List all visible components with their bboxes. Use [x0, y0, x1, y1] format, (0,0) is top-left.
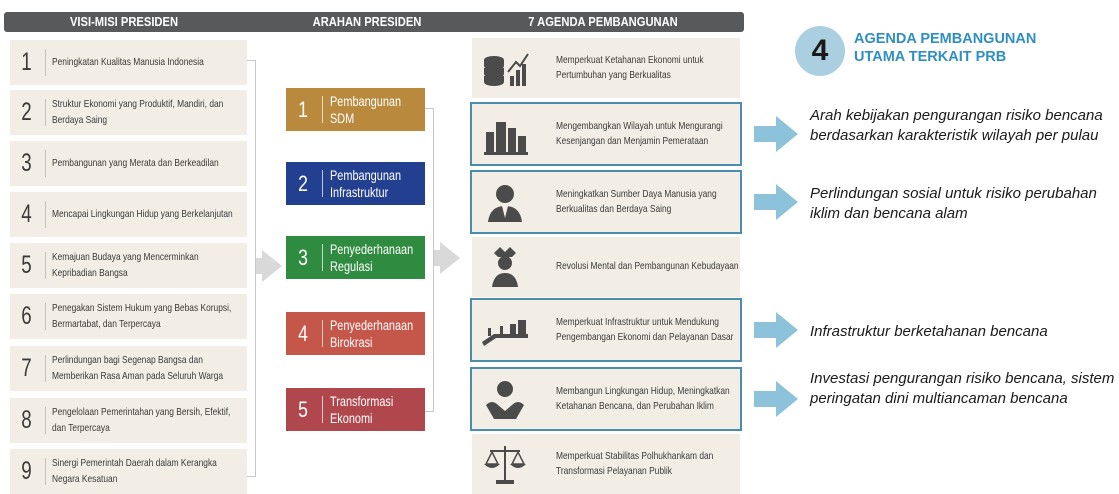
- header-visi-misi: VISI-MISI PRESIDEN: [69, 14, 179, 29]
- arrow-right-icon: [754, 116, 798, 152]
- visi-misi-item: 7 Perlindungan bagi Segenap Bangsa dan M…: [10, 346, 247, 391]
- agenda-text: Memperkuat Stabilitas Polhukhankam dan T…: [556, 449, 714, 477]
- agenda-text: Meningkatkan Sumber Daya Manusia yang Be…: [556, 187, 717, 215]
- visi-misi-number: 6: [21, 302, 32, 330]
- agenda-item-highlighted: Memperkuat Infrastruktur untuk Mendukung…: [470, 298, 742, 362]
- agenda-text: Revolusi Mental dan Pembangunan Kebudaya…: [556, 260, 739, 273]
- visi-misi-bracket: [247, 60, 256, 477]
- header-arahan: ARAHAN PRESIDEN: [312, 14, 422, 29]
- arahan-number: 1: [298, 97, 308, 122]
- infrastructure-icon: [482, 320, 528, 346]
- arahan-number: 4: [298, 321, 308, 346]
- visi-misi-item: 9 Sinergi Pemerintah Daerah dalam Kerang…: [10, 449, 247, 494]
- prb-title: AGENDA PEMBANGUNAN UTAMA TERKAIT PRB: [854, 31, 1037, 66]
- visi-misi-text: Struktur Ekonomi yang Produktif, Mandiri…: [52, 98, 224, 126]
- visi-misi-item: 4 Mencapai Lingkungan Hidup yang Berkela…: [10, 192, 247, 237]
- divider: [45, 458, 46, 485]
- visi-misi-number: 8: [21, 406, 32, 434]
- environment-hands-icon: [486, 381, 524, 419]
- culture-figure-icon: [492, 247, 518, 287]
- visi-misi-text: Sinergi Pemerintah Daerah dalam Kerangka…: [52, 457, 217, 485]
- arrow-right-icon: [754, 312, 798, 348]
- divider: [45, 99, 46, 126]
- divider: [322, 170, 323, 197]
- arahan-bracket: [425, 108, 434, 412]
- visi-misi-number: 2: [21, 98, 32, 126]
- divider: [322, 96, 323, 123]
- arrow-right-icon: [754, 381, 798, 417]
- agenda-item-highlighted: Meningkatkan Sumber Daya Manusia yang Be…: [470, 170, 742, 234]
- divider: [45, 49, 46, 76]
- arrow-right-icon: [440, 242, 460, 274]
- divider: [45, 407, 46, 434]
- divider: [45, 303, 46, 330]
- divider: [45, 252, 46, 279]
- arrow-right-icon: [262, 250, 282, 282]
- visi-misi-item: 8 Pengelolaan Pemerintahan yang Bersih, …: [10, 398, 247, 443]
- person-icon: [488, 185, 522, 222]
- divider: [322, 396, 323, 423]
- prb-note: Infrastruktur berketahanan bencana: [810, 323, 1048, 340]
- prb-note: Investasi pengurangan risiko bencana, si…: [810, 370, 1115, 408]
- arahan-number: 5: [298, 397, 308, 422]
- agenda-item: Revolusi Mental dan Pembangunan Kebudaya…: [472, 237, 740, 297]
- arahan-number: 3: [298, 245, 308, 270]
- prb-number-badge: 4: [795, 26, 845, 76]
- agenda-text: Membangun Lingkungan Hidup, Meningkatkan…: [556, 384, 730, 412]
- visi-misi-text: Penegakan Sistem Hukum yang Bebas Korups…: [52, 302, 232, 330]
- agenda-text: Memperkuat Infrastruktur untuk Mendukung…: [556, 315, 734, 343]
- visi-misi-text: Pembangunan yang Merata dan Berkeadilan: [52, 156, 219, 169]
- visi-misi-item: 2 Struktur Ekonomi yang Produktif, Mandi…: [10, 90, 247, 135]
- visi-misi-number: 1: [21, 48, 32, 76]
- agenda-item: Memperkuat Stabilitas Polhukhankam dan T…: [472, 434, 740, 494]
- divider: [45, 150, 46, 177]
- divider: [45, 201, 46, 228]
- visi-misi-text: Mencapai Lingkungan Hidup yang Berkelanj…: [52, 207, 233, 220]
- header-agenda: 7 AGENDA PEMBANGUNAN: [528, 14, 678, 29]
- visi-misi-text: Perlindungan bagi Segenap Bangsa dan Mem…: [52, 354, 224, 382]
- visi-misi-item: 3 Pembangunan yang Merata dan Berkeadila…: [10, 141, 247, 186]
- city-buildings-icon: [484, 122, 528, 155]
- arahan-number: 2: [298, 171, 308, 196]
- divider: [45, 355, 46, 382]
- arrow-right-icon: [754, 184, 798, 220]
- economy-growth-icon: [484, 53, 529, 86]
- header-bar: [4, 12, 744, 32]
- divider: [322, 320, 323, 347]
- agenda-text: Mengembangkan Wilayah untuk Mengurangi K…: [556, 119, 723, 147]
- divider: [322, 244, 323, 271]
- prb-note: Perlindungan sosial untuk risiko perubah…: [810, 185, 1097, 223]
- visi-misi-item: 5 Kemajuan Budaya yang Mencerminkan Kepr…: [10, 243, 247, 288]
- connector-stem: [256, 258, 262, 274]
- agenda-item-highlighted: Mengembangkan Wilayah untuk Mengurangi K…: [470, 102, 742, 166]
- agenda-text: Memperkuat Ketahanan Ekonomi untuk Pertu…: [556, 53, 704, 81]
- visi-misi-item: 6 Penegakan Sistem Hukum yang Bebas Koru…: [10, 294, 247, 339]
- visi-misi-number: 3: [21, 149, 32, 177]
- agenda-item: Memperkuat Ketahanan Ekonomi untuk Pertu…: [472, 38, 740, 98]
- visi-misi-number: 5: [21, 251, 32, 279]
- visi-misi-text: Peningkatan Kualitas Manusia Indonesia: [52, 55, 204, 68]
- visi-misi-item: 1 Peningkatan Kualitas Manusia Indonesia: [10, 40, 247, 85]
- justice-scale-icon: [484, 446, 526, 484]
- agenda-item-highlighted: Membangun Lingkungan Hidup, Meningkatkan…: [470, 367, 742, 431]
- prb-note: Arah kebijakan pengurangan risiko bencan…: [810, 107, 1103, 145]
- visi-misi-text: Pengelolaan Pemerintahan yang Bersih, Ef…: [52, 406, 231, 434]
- visi-misi-number: 4: [21, 200, 32, 228]
- connector-stem: [434, 250, 440, 266]
- visi-misi-number: 7: [21, 354, 32, 382]
- visi-misi-text: Kemajuan Budaya yang Mencerminkan Keprib…: [52, 251, 199, 279]
- visi-misi-number: 9: [21, 457, 32, 485]
